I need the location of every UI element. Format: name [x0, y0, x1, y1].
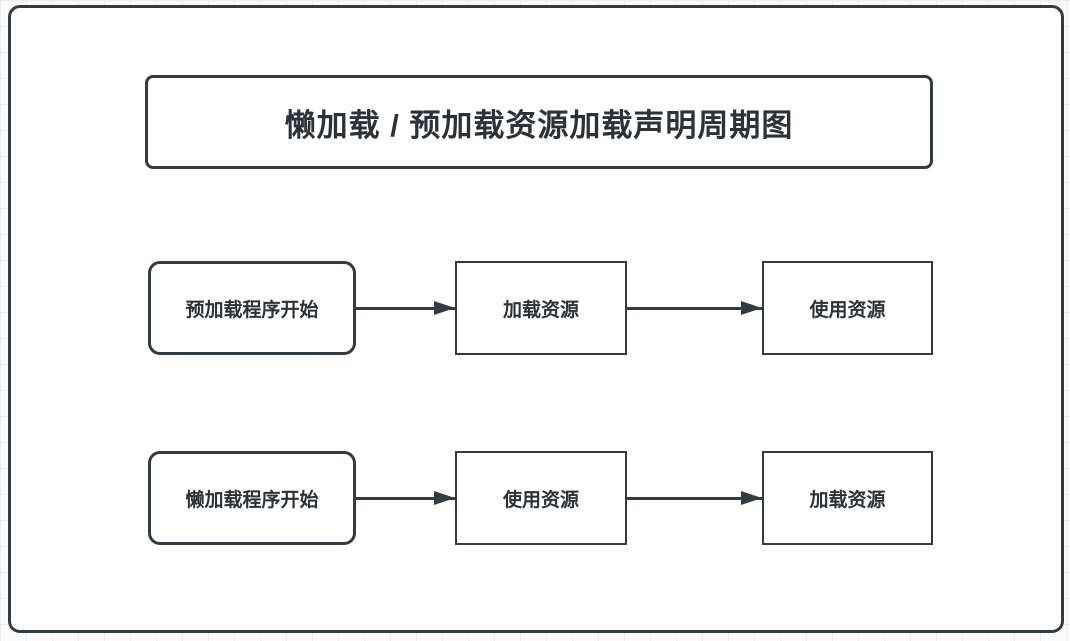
- flow-node-preload-load-resource: 加载资源: [455, 261, 627, 355]
- connector-arrow: [356, 301, 455, 316]
- arrow-head-icon: [434, 491, 455, 506]
- flow-node-lazyload-start: 懒加载程序开始: [148, 451, 356, 545]
- connector-arrow: [627, 491, 762, 506]
- connector-arrow: [627, 301, 762, 316]
- connector-arrow: [356, 491, 455, 506]
- flow-node-preload-use-resource: 使用资源: [762, 261, 933, 355]
- flow-node-preload-start: 预加载程序开始: [148, 261, 356, 355]
- flow-node-lazyload-use-resource: 使用资源: [455, 451, 627, 545]
- diagram-canvas-frame: 懒加载 / 预加载资源加载声明周期图 预加载程序开始 加载资源 使用资源 懒加载…: [8, 5, 1064, 633]
- arrow-head-icon: [741, 491, 762, 506]
- arrow-head-icon: [741, 301, 762, 316]
- diagram-title: 懒加载 / 预加载资源加载声明周期图: [284, 107, 794, 143]
- arrow-head-icon: [434, 301, 455, 316]
- diagram-title-box: 懒加载 / 预加载资源加载声明周期图: [145, 75, 933, 169]
- flow-node-lazyload-load-resource: 加载资源: [762, 451, 933, 545]
